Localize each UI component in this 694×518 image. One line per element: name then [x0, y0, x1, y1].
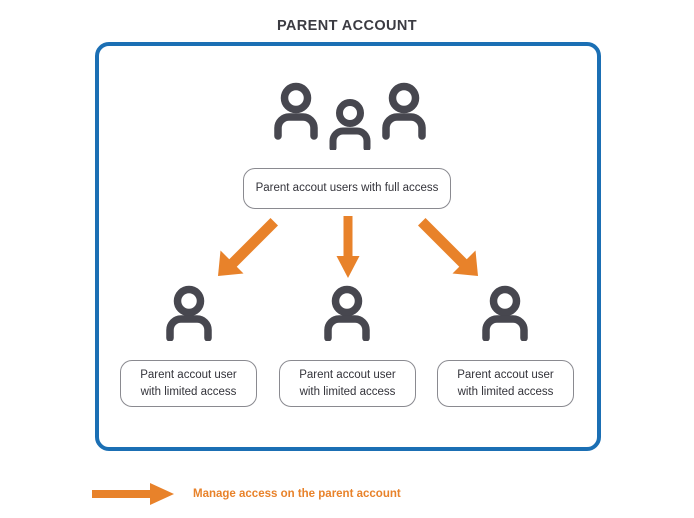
user-icon [166, 285, 212, 341]
callout-limited-access-label: Parent accout user with limited access [140, 368, 237, 398]
user-icon [482, 285, 528, 341]
callout-full-access: Parent accout users with full access [243, 168, 451, 209]
arrow-down-right-icon [418, 218, 478, 276]
legend-arrow-right-icon [92, 483, 174, 505]
three-users-icon-group [274, 82, 426, 150]
legend-label: Manage access on the parent account [193, 488, 401, 500]
callout-limited-access: Parent accout user with limited access [437, 360, 574, 407]
legend: Manage access on the parent account [92, 481, 492, 507]
user-icon [274, 82, 318, 140]
callout-limited-access: Parent accout user with limited access [279, 360, 416, 407]
callout-limited-access-label: Parent accout user with limited access [299, 368, 396, 398]
callout-limited-access-label: Parent accout user with limited access [457, 368, 554, 398]
callout-limited-access: Parent accout user with limited access [120, 360, 257, 407]
arrow-down-icon [336, 216, 360, 278]
user-icon [329, 99, 371, 150]
page-title: PARENT ACCOUNT [276, 18, 418, 34]
user-icon [324, 285, 370, 341]
user-icon [382, 82, 426, 140]
callout-full-access-label: Parent accout users with full access [255, 182, 439, 195]
arrow-down-left-icon [218, 218, 278, 276]
